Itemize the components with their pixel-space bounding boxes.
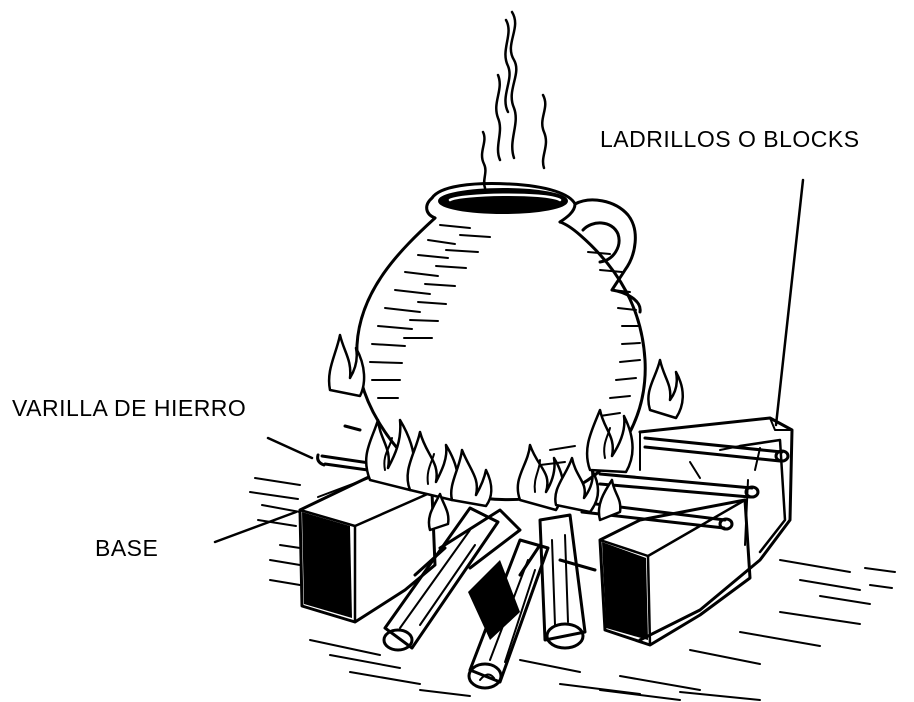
pot-opening (438, 188, 568, 214)
leader-base (213, 510, 298, 544)
right-block-shadow (602, 542, 648, 640)
steam-lines (480, 10, 548, 190)
label-base: BASE (95, 535, 159, 561)
right-brick (638, 416, 794, 642)
leader-varilla (266, 436, 314, 460)
leader-ladrillos (774, 178, 805, 427)
ground-lines (249, 477, 896, 701)
log-texture (399, 529, 569, 681)
log-shadow (468, 560, 520, 640)
pot-hatching (369, 224, 641, 466)
left-block-shadow (302, 512, 352, 618)
flame-inner (383, 427, 611, 493)
flames (327, 333, 684, 532)
label-ladrillos: LADRILLOS O BLOCKS (600, 126, 860, 152)
label-varilla: VARILLA DE HIERRO (12, 395, 247, 421)
